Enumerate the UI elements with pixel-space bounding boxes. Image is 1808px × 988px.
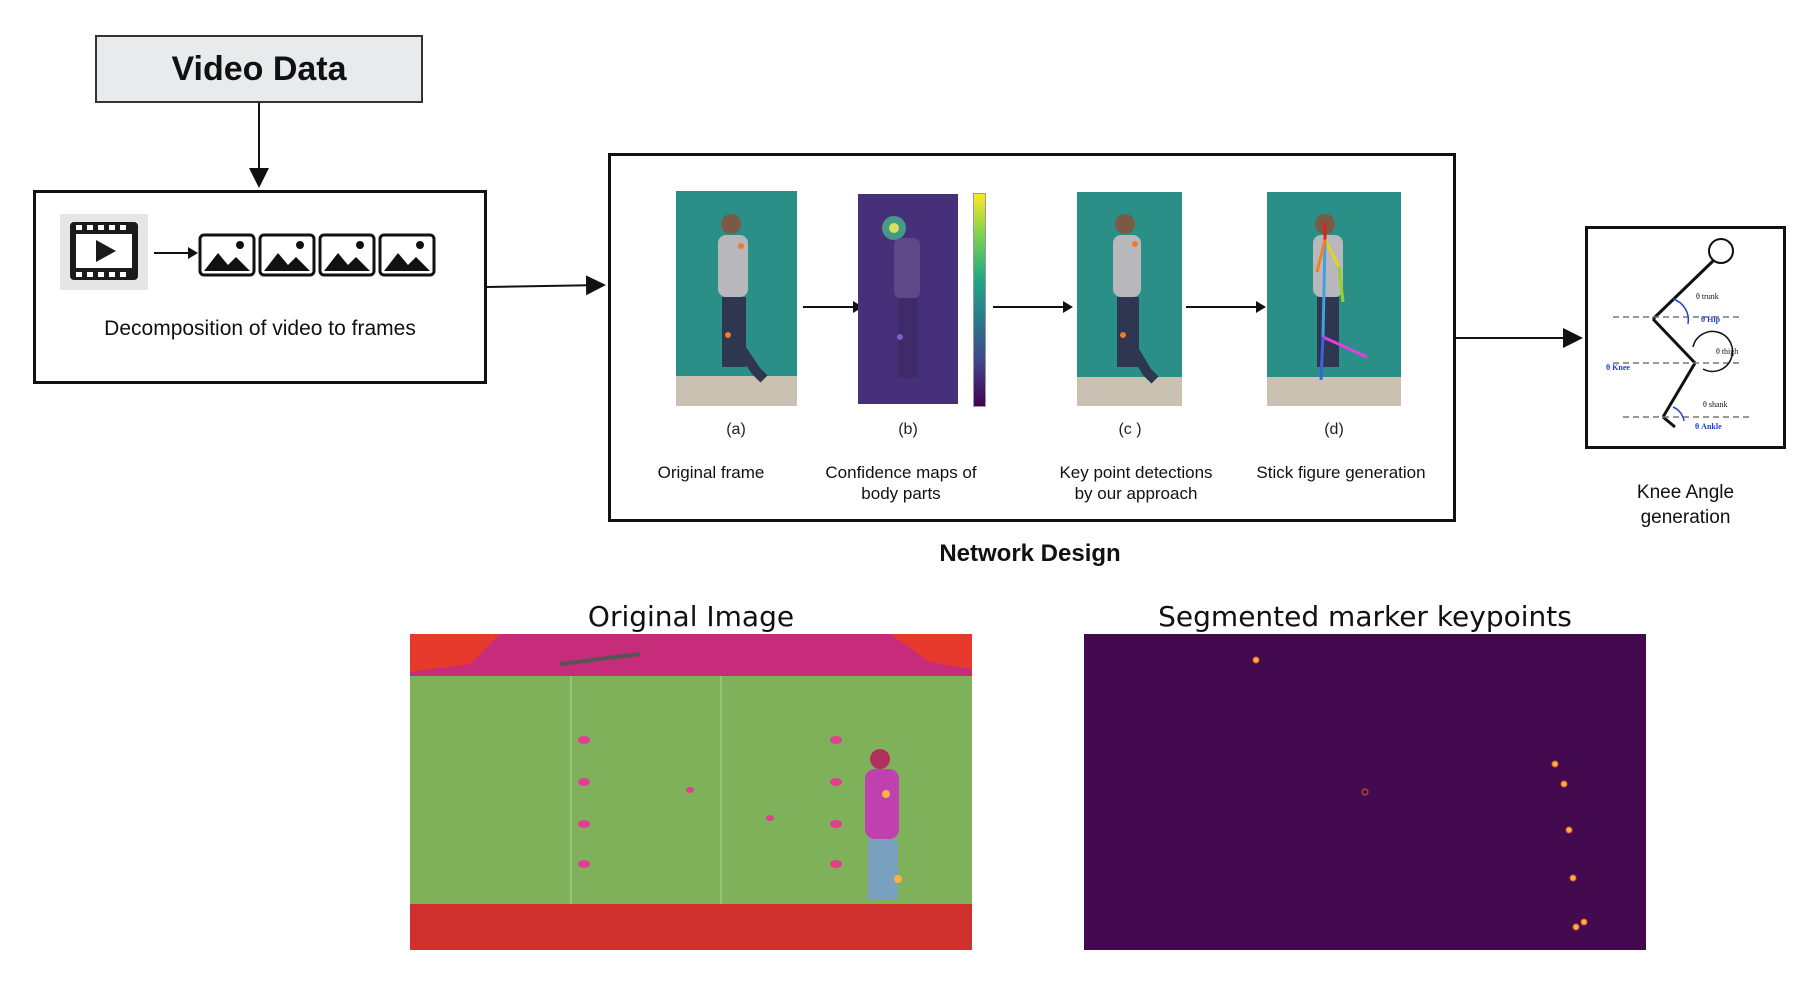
frames-row	[198, 233, 438, 277]
marker-keypoint	[1572, 923, 1580, 931]
label-hip: θ Hip	[1701, 315, 1721, 324]
video-data-title: Video Data	[171, 49, 347, 88]
keypoint-detection-image	[1077, 192, 1182, 406]
knee-angle-box: θ trunk θ Hip θ thigh θ Knee θ shank θ A…	[1585, 226, 1786, 449]
label-thigh: θ thigh	[1716, 347, 1738, 356]
segmented-keypoints-image	[1084, 634, 1646, 950]
marker-keypoint	[1361, 788, 1369, 796]
marker-keypoint	[1560, 780, 1568, 788]
image-icon	[258, 233, 316, 277]
marker-keypoint	[1252, 656, 1260, 664]
stage-caption-a: Original frame	[657, 463, 765, 482]
video-icon	[60, 214, 148, 290]
marker-keypoint	[1551, 760, 1559, 768]
arrow-a-to-b	[803, 301, 863, 313]
marker-keypoint	[1569, 874, 1577, 882]
label-trunk: θ trunk	[1696, 292, 1719, 301]
marker-keypoint	[1580, 918, 1588, 926]
stick-figure-image	[1267, 192, 1401, 406]
decomposition-caption: Decomposition of video to frames	[104, 317, 416, 340]
network-design-title: Network Design	[939, 540, 1121, 567]
image-icon	[198, 233, 256, 277]
arrow-to-frames	[154, 247, 198, 259]
arrow-b-to-c	[993, 301, 1073, 313]
segmented-keypoints-title: Segmented marker keypoints	[1158, 600, 1572, 633]
arrow-decomp-to-network	[486, 275, 606, 296]
label-shank: θ shank	[1703, 400, 1728, 409]
colorbar	[973, 193, 986, 407]
video-data-box: Video Data	[95, 35, 423, 103]
stage-letter-b: (b)	[898, 421, 918, 438]
image-icon	[318, 233, 376, 277]
decomposition-box: Decomposition of video to frames	[33, 190, 487, 384]
original-image	[410, 634, 972, 950]
stage-letter-a: (a)	[726, 421, 746, 438]
marker-keypoint	[1565, 826, 1573, 834]
network-design-box: (a) (b) (c ) (d) Original frame Confiden…	[608, 153, 1456, 522]
arrow-c-to-d	[1186, 301, 1266, 313]
original-frame-image	[676, 191, 797, 406]
image-icon	[378, 233, 436, 277]
stage-letter-c: (c )	[1118, 421, 1142, 438]
label-ankle: θ Ankle	[1695, 422, 1722, 431]
stage-letter-d: (d)	[1324, 421, 1344, 438]
original-image-title: Original Image	[587, 600, 795, 633]
label-knee: θ Knee	[1606, 363, 1630, 372]
confidence-map-image	[858, 194, 958, 404]
stage-caption-d: Stick figure generation	[1256, 463, 1426, 482]
